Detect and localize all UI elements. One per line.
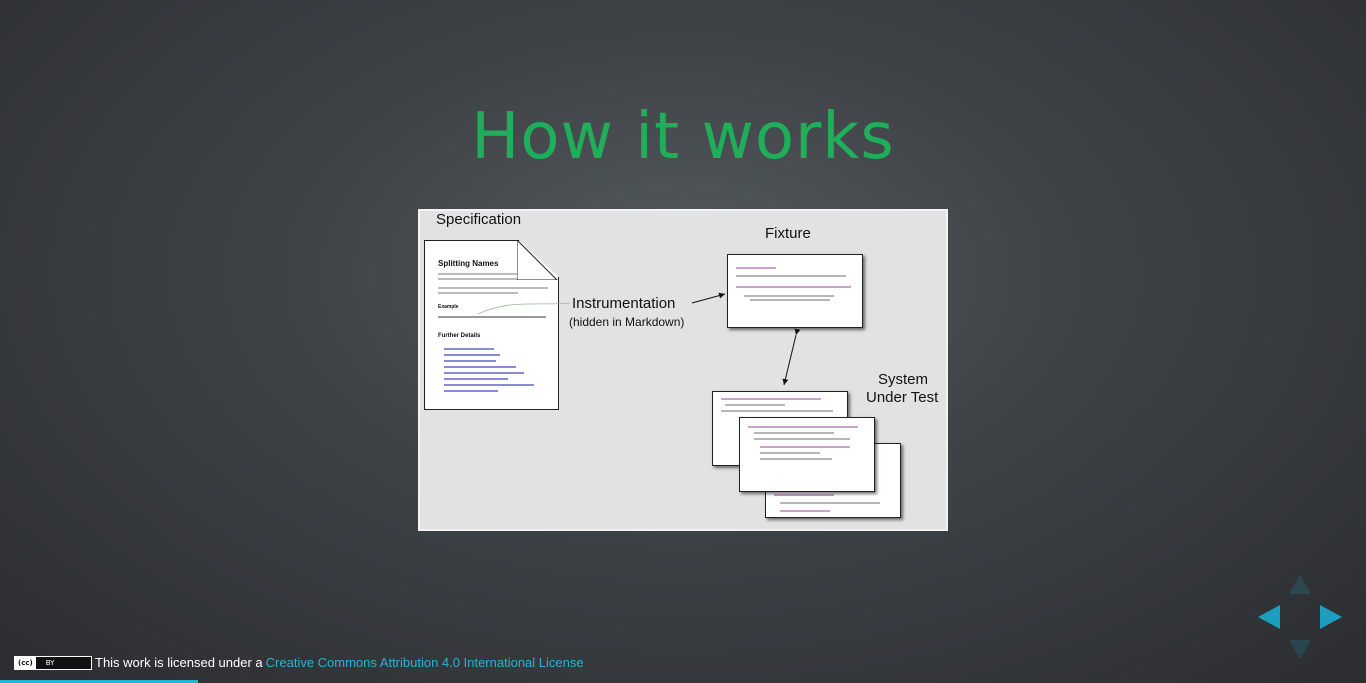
- progress-bar: [0, 680, 198, 683]
- instrumentation-note: (hidden in Markdown): [569, 315, 685, 329]
- fixture-label: Fixture: [765, 225, 811, 242]
- arrow-right-icon: [1320, 605, 1342, 629]
- instrumentation-links: [477, 302, 571, 315]
- license-link[interactable]: Creative Commons Attribution 4.0 Interna…: [265, 655, 584, 670]
- system-label: System: [878, 371, 929, 388]
- fixture-code-card: [727, 254, 863, 328]
- instrumentation-arrow: [691, 292, 726, 304]
- specification-label: Specification: [436, 211, 522, 228]
- arrow-left-icon: [1258, 605, 1280, 629]
- diagram-arrows: [477, 292, 801, 386]
- license-text: This work is licensed under a: [95, 655, 263, 670]
- license-footer: (cc)BY This work is licensed under a Cre…: [14, 655, 584, 670]
- arrow-up-icon: [1289, 575, 1311, 594]
- fixture-system-arrow: [782, 328, 801, 386]
- navigation-controls[interactable]: [1255, 572, 1345, 662]
- document-heading: Splitting Names: [438, 259, 499, 268]
- cc-by-badge-icon[interactable]: (cc)BY: [14, 655, 92, 670]
- page-fold-icon: [517, 240, 558, 280]
- arrow-down-icon: [1289, 640, 1311, 659]
- system-code-card-2: [739, 417, 875, 492]
- instrumentation-label: Instrumentation: [572, 295, 676, 312]
- under-test-label: Under Test: [866, 389, 939, 406]
- document-example-heading: Example: [438, 304, 459, 310]
- document-further-heading: Further Details: [438, 333, 481, 339]
- slide-title: How it works: [471, 100, 895, 174]
- how-it-works-diagram: Specification Splitting Names Example Fu…: [418, 209, 948, 531]
